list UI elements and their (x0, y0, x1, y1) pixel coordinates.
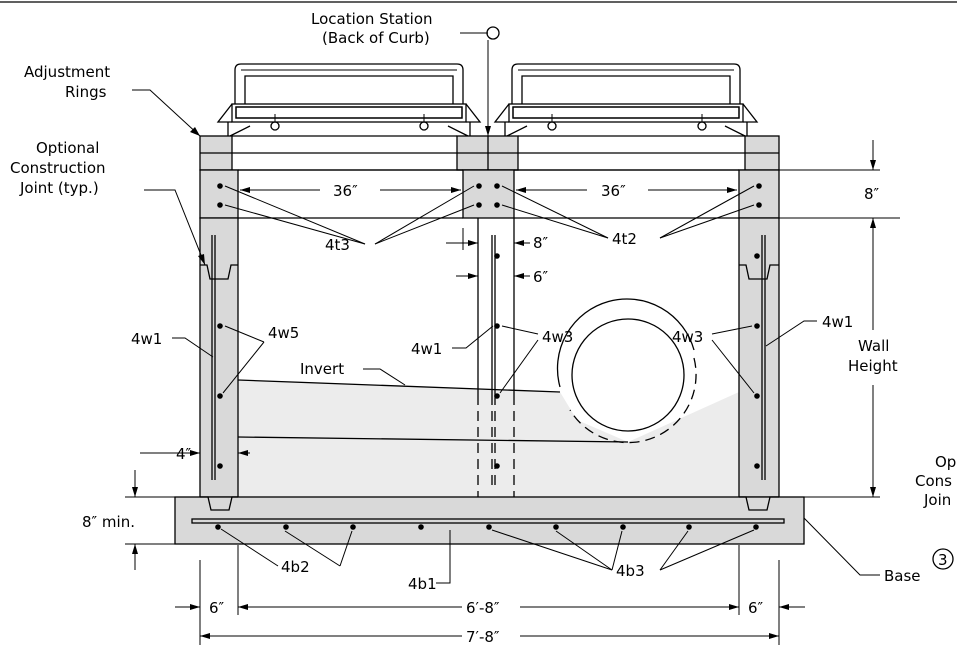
rebar-4b3-label: 4b3 (616, 562, 645, 580)
base-label: Base (884, 567, 921, 585)
optional-joint-label-2: Construction (10, 159, 106, 177)
optional-joint-label-3: Joint (typ.) (19, 179, 99, 197)
wall-height-label-1: Wall (858, 337, 889, 355)
wall-left (199, 217, 239, 498)
dim-6-8-label: 6′-8″ (466, 599, 500, 617)
rebar-4b1-label: 4b1 (408, 575, 437, 593)
adjustment-rings (199, 135, 780, 171)
rebar-4t2-label: 4t2 (612, 230, 637, 248)
rebar-4w5-label: 4w5 (268, 324, 299, 342)
rebar-4w1-mid-label: 4w1 (411, 340, 442, 358)
dim-6-right-label: 6″ (748, 599, 764, 617)
rebar-4w3-right-label: 4w3 (672, 328, 703, 346)
dim-8-wall-label: 8″ (533, 234, 549, 252)
rebar-4w1-right-label: 4w1 (822, 313, 853, 331)
cut-label-1: Op (935, 453, 956, 471)
base-note-number: 3 (938, 551, 948, 569)
dim-8-min-label: 8″ min. (82, 513, 135, 531)
dim-7-8-label: 7′-8″ (466, 628, 500, 646)
location-station-label: Location Station (311, 10, 433, 28)
grate-right (493, 63, 759, 137)
base-slab (174, 496, 805, 545)
wall-middle (477, 40, 515, 497)
back-of-curb-label: (Back of Curb) (322, 29, 430, 47)
dimension-lines (125, 140, 880, 645)
optional-joint-label-1: Optional (36, 139, 99, 157)
rebar-dots (215, 183, 762, 530)
top-slab (199, 169, 900, 219)
wall-height-label-2: Height (848, 357, 898, 375)
adjustment-rings-label-2: Rings (65, 83, 107, 101)
invert-line-bottom (237, 436, 629, 443)
rebar-4w3-mid-label: 4w3 (542, 328, 573, 346)
leader-lines (132, 26, 880, 584)
adjustment-rings-label-1: Adjustment (24, 63, 110, 81)
dim-4-label: 4″ (176, 445, 192, 463)
grate-left (216, 63, 482, 137)
rebar-4w1-left-label: 4w1 (131, 330, 162, 348)
rebar-4b2-label: 4b2 (281, 558, 310, 576)
outlet-pipe (556, 298, 697, 444)
rebar-4t3-label: 4t3 (325, 236, 350, 254)
base-note-circle (932, 548, 954, 570)
wall-right (738, 217, 780, 498)
cut-label-2: Cons (915, 472, 952, 490)
invert-line-top (237, 379, 561, 393)
invert-label: Invert (300, 360, 344, 378)
invert-fill (238, 380, 739, 497)
dim-6-left-label: 6″ (209, 599, 225, 617)
dim-36-left-label: 36″ (333, 182, 358, 200)
dim-36-right-label: 36″ (601, 182, 626, 200)
cut-label-3: Join (923, 491, 951, 509)
dim-6-wall-label: 6″ (533, 268, 549, 286)
dim-8-top-label: 8″ (864, 185, 880, 203)
